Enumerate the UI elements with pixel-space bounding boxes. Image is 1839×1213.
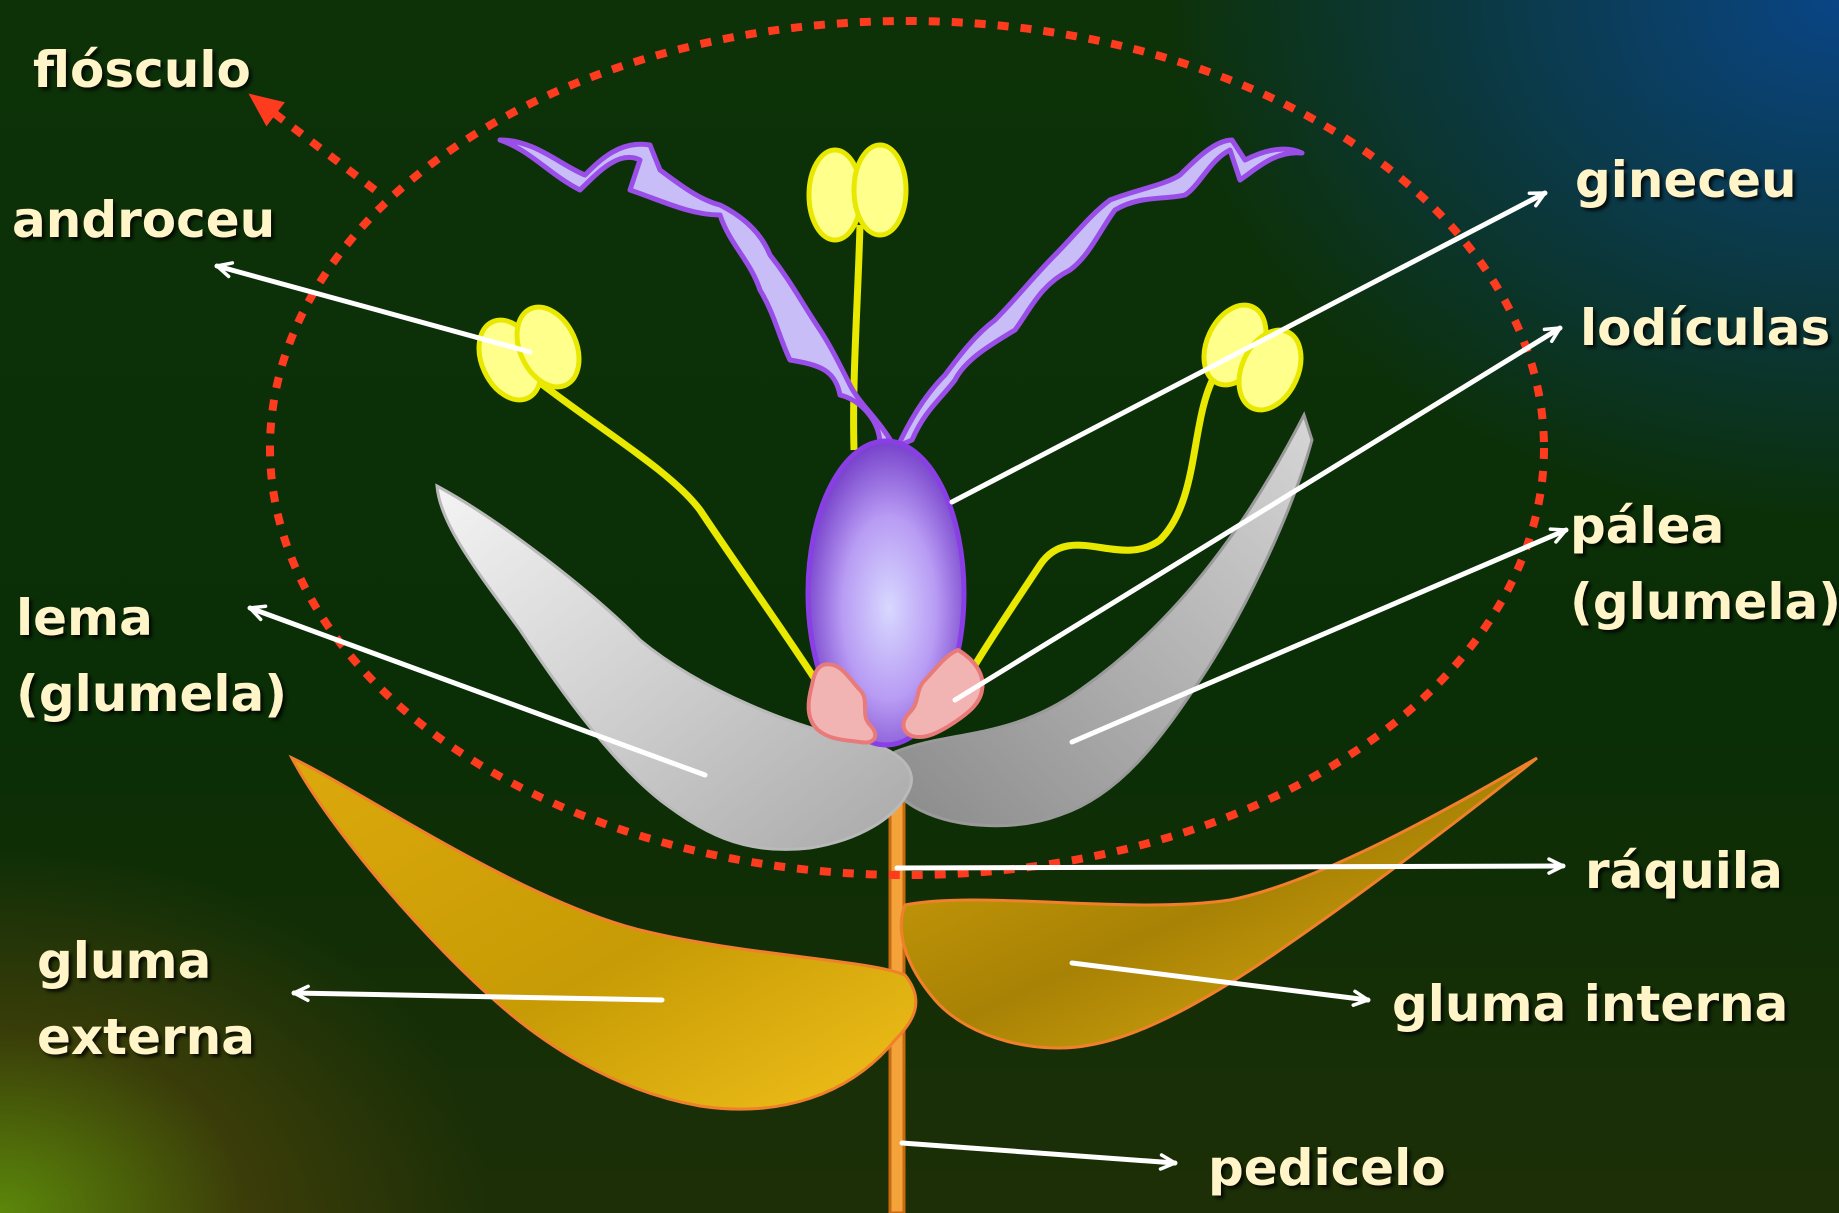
floret-outline-arrow — [253, 97, 375, 190]
label-lema: lema (glumela) — [16, 580, 287, 732]
arrow-pedicelo — [902, 1143, 1175, 1163]
arrow-androceu — [217, 266, 530, 352]
label-gluma-externa: gluma externa — [37, 923, 255, 1075]
filament-center — [854, 225, 860, 450]
label-gineceu: gineceu — [1575, 142, 1797, 218]
label-flosculo: flósculo — [33, 32, 251, 108]
label-pedicelo: pedicelo — [1208, 1130, 1446, 1206]
arrow-raquila — [897, 866, 1563, 868]
label-palea: pálea (glumela) — [1570, 488, 1839, 640]
label-raquila: ráquila — [1585, 833, 1783, 909]
arrow-gineceu — [952, 193, 1545, 502]
label-lodiculas: lodículas — [1580, 290, 1830, 366]
label-androceu: androceu — [12, 182, 275, 258]
anther-right — [1192, 295, 1313, 420]
label-gluma-interna: gluma interna — [1392, 966, 1788, 1042]
